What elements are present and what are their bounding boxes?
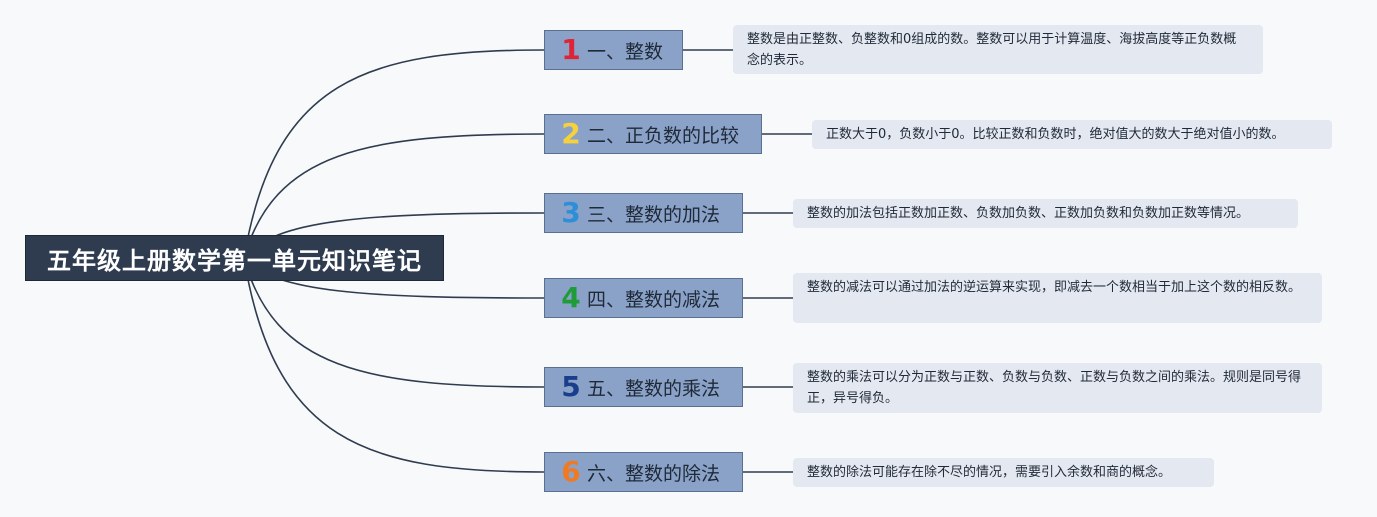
root-topic[interactable]: 五年级上册数学第一单元知识笔记 — [25, 235, 444, 281]
branch-title: 六、整数的除法 — [587, 462, 721, 485]
note-text: 整数的乘法可以分为正数与正数、负数与负数、正数与负数之间的乘法。规则是同号得正，… — [807, 370, 1302, 406]
branch-topic-5[interactable]: 5 五、整数的乘法 — [544, 367, 743, 407]
note-text: 正数大于0，负数小于0。比较正数和负数时，绝对值大的数大于绝对值小的数。 — [826, 127, 1285, 142]
branch-topic-2[interactable]: 2 二、正负数的比较 — [544, 114, 762, 154]
branch-note-2[interactable]: 正数大于0，负数小于0。比较正数和负数时，绝对值大的数大于绝对值小的数。 — [812, 120, 1332, 149]
branch-number-badge: 3 — [561, 196, 581, 229]
note-text: 整数的加法包括正数加正数、负数加负数、正数加负数和负数加正数等情况。 — [807, 206, 1250, 221]
root-to-branch-connector — [243, 257, 545, 473]
root-to-branch-connector — [243, 49, 545, 259]
root-to-branch-connector — [243, 257, 545, 388]
note-text: 整数的减法可以通过加法的逆运算来实现，即减去一个数相当于加上这个数的相反数。 — [807, 280, 1302, 295]
branch-topic-6[interactable]: 6 六、整数的除法 — [544, 452, 743, 492]
branch-title: 三、整数的加法 — [587, 203, 721, 226]
note-text: 整数是由正整数、负整数和0组成的数。整数可以用于计算温度、海拔高度等正负数概念的… — [747, 32, 1237, 68]
branch-topic-1[interactable]: 1 一、整数 — [544, 30, 683, 70]
branch-number-badge: 1 — [561, 33, 581, 66]
branch-note-6[interactable]: 整数的除法可能存在除不尽的情况，需要引入余数和商的概念。 — [793, 458, 1214, 487]
branch-number-badge: 6 — [561, 455, 581, 488]
branch-note-1[interactable]: 整数是由正整数、负整数和0组成的数。整数可以用于计算温度、海拔高度等正负数概念的… — [733, 25, 1263, 74]
root-to-branch-connector — [243, 133, 545, 259]
branch-topic-4[interactable]: 4 四、整数的减法 — [544, 278, 743, 318]
branch-note-3[interactable]: 整数的加法包括正数加正数、负数加负数、正数加负数和负数加正数等情况。 — [793, 199, 1298, 228]
root-topic-label: 五年级上册数学第一单元知识笔记 — [47, 246, 422, 275]
branch-note-5[interactable]: 整数的乘法可以分为正数与正数、负数与负数、正数与负数之间的乘法。规则是同号得正，… — [793, 363, 1322, 413]
branch-note-4[interactable]: 整数的减法可以通过加法的逆运算来实现，即减去一个数相当于加上这个数的相反数。 — [793, 273, 1322, 323]
branch-number-badge: 5 — [561, 370, 581, 403]
branch-title: 五、整数的乘法 — [587, 377, 721, 400]
branch-title: 四、整数的减法 — [587, 288, 721, 311]
branch-title: 一、整数 — [587, 40, 664, 63]
branch-title: 二、正负数的比较 — [587, 124, 740, 147]
branch-number-badge: 2 — [561, 117, 581, 150]
branch-number-badge: 4 — [561, 281, 581, 314]
note-text: 整数的除法可能存在除不尽的情况，需要引入余数和商的概念。 — [807, 465, 1172, 480]
branch-topic-3[interactable]: 3 三、整数的加法 — [544, 193, 743, 233]
